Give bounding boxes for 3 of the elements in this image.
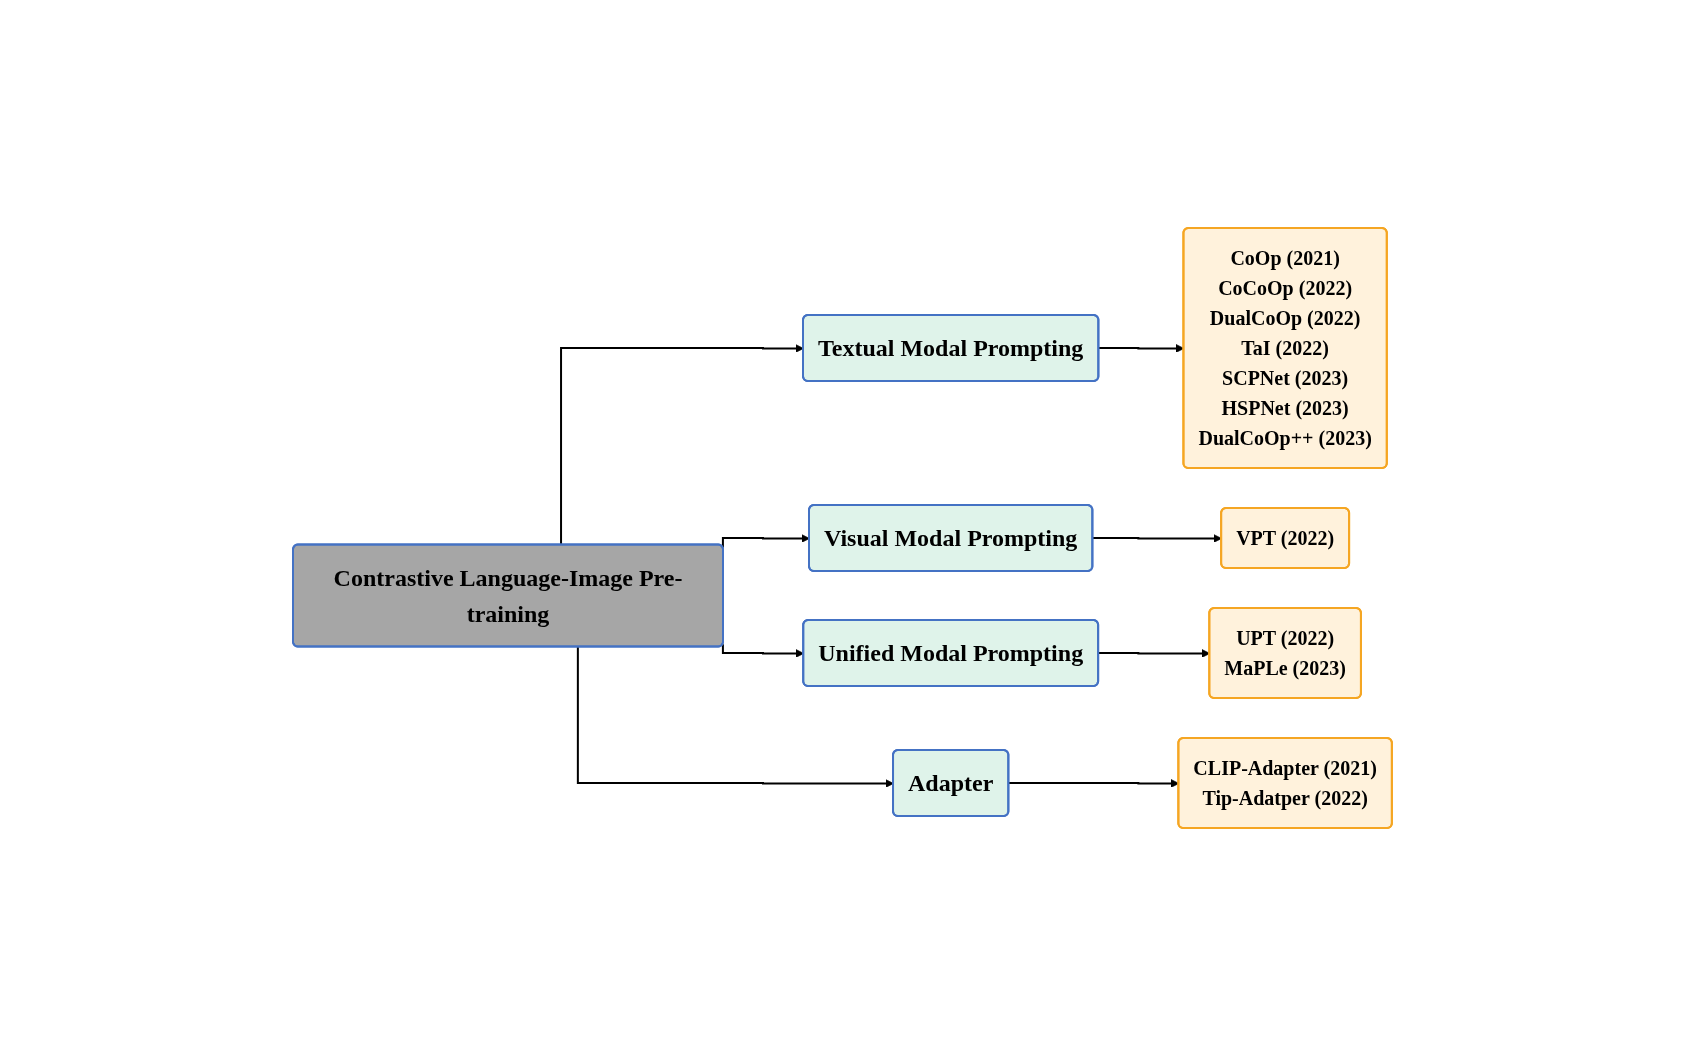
arrow [576,645,894,788]
arrow [560,343,804,546]
arrow [722,533,810,549]
